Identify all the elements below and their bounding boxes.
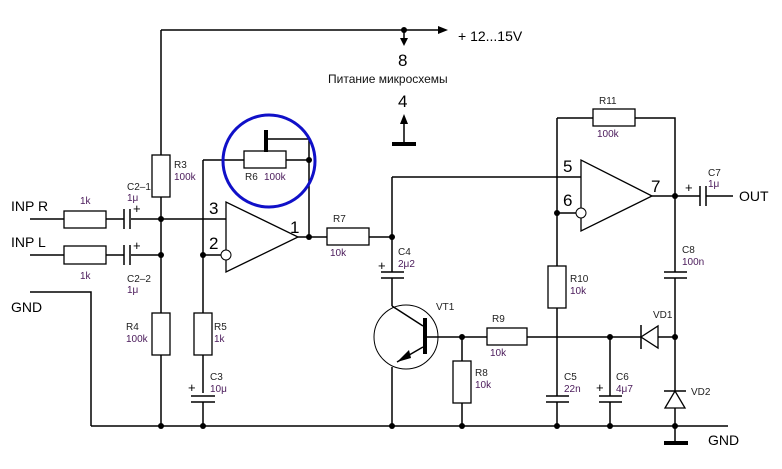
c2-2-capacitor	[123, 245, 131, 265]
r-in-r-value: 1k	[80, 196, 92, 207]
c5-ref: C5	[564, 372, 577, 383]
output-label: OUT	[739, 188, 769, 204]
opamp-2-pin-7: 7	[651, 177, 660, 196]
r4-ref: R4	[126, 322, 139, 333]
gnd-right-label: GND	[708, 432, 739, 448]
opamp-1-pin-3: 3	[209, 199, 218, 218]
input-left-label: INP L	[11, 234, 46, 250]
r6-potentiometer	[243, 150, 287, 169]
vt1-transistor	[373, 304, 612, 426]
c6-polarity: +	[596, 380, 604, 395]
r10-resistor	[547, 265, 567, 309]
c5-value: 22n	[564, 384, 581, 395]
opamp-1-pin-2: 2	[209, 234, 218, 253]
c2-2-value: 1μ	[127, 285, 139, 296]
r10-ref: R10	[570, 274, 589, 285]
supply-rail	[160, 26, 448, 155]
r5-ref: R5	[214, 322, 227, 333]
r5-wire	[202, 160, 221, 426]
r4-resistor	[151, 312, 171, 356]
c4-capacitor	[381, 271, 404, 279]
supply-voltage-label: + 12...15V	[458, 28, 523, 44]
gnd-left-wire	[30, 291, 92, 426]
gnd-pin-number: 4	[398, 92, 407, 111]
r8-value: 10k	[475, 380, 492, 391]
vcc-pin-arrow-icon	[400, 38, 408, 46]
c2-1-value: 1μ	[127, 193, 139, 204]
r11-ref: R11	[599, 96, 617, 107]
c8-ref: C8	[682, 245, 695, 256]
r5-value: 1k	[214, 334, 226, 345]
c6-ref: C6	[616, 372, 629, 383]
r6-wiper	[264, 130, 268, 152]
r-in-l-value: 1k	[80, 271, 92, 282]
c2-2-polarity: +	[133, 238, 141, 253]
chip-gnd-symbol	[392, 114, 416, 146]
c4-polarity: +	[378, 258, 386, 273]
opamp-1-pin-1: 1	[290, 218, 299, 237]
input-right-label: INP R	[11, 198, 48, 214]
c2-1-capacitor	[123, 209, 131, 229]
opamp-2-inverting-bubble	[575, 207, 587, 219]
c8-capacitor	[664, 271, 687, 279]
c4-ref: C4	[398, 247, 411, 258]
c3-value: 10μ	[210, 384, 227, 395]
r9-resistor	[486, 327, 528, 346]
c8-value: 100n	[682, 257, 704, 268]
c4-wire	[391, 176, 582, 306]
c7-polarity: +	[685, 180, 693, 195]
r9-value: 10k	[490, 348, 507, 359]
c2-1-ref: C2–1	[127, 182, 151, 193]
c7-ref: C7	[708, 168, 721, 179]
c2-2-ref: C2–2	[127, 274, 151, 285]
vd1-ref: VD1	[653, 310, 673, 321]
gnd-left-label: GND	[11, 299, 42, 315]
r7-value: 10k	[330, 248, 347, 259]
r10-value: 10k	[570, 286, 587, 297]
opamp-2	[580, 158, 654, 233]
opamp-1-inverting-bubble	[220, 249, 232, 261]
vd2-diode	[663, 389, 687, 409]
vd2-ref: VD2	[691, 387, 711, 398]
opamp-2-pin-5: 5	[563, 157, 572, 176]
c6-capacitor	[599, 395, 622, 403]
r3-value: 100k	[174, 172, 197, 183]
r7-resistor	[326, 227, 370, 246]
c7-value: 1μ	[708, 179, 720, 190]
chip-power-label: Питание микросхемы	[328, 72, 448, 86]
c2-1-polarity: +	[133, 201, 141, 216]
c6-value: 4μ7	[616, 384, 633, 395]
r6-highlight-circle	[221, 113, 317, 209]
gnd-pin-arrow-icon	[400, 114, 408, 124]
ground-symbol-icon	[664, 441, 688, 445]
vt1-ref: VT1	[436, 302, 455, 313]
r6-ref: R6	[245, 172, 258, 183]
c3-polarity: +	[188, 380, 196, 395]
c4-value: 2μ2	[398, 259, 415, 270]
r11-feedback-wire	[556, 117, 676, 426]
r-in-l-resistor	[63, 245, 107, 265]
c3-ref: C3	[210, 372, 223, 383]
r8-resistor	[452, 360, 472, 404]
vt1-emitter-arrow-icon	[397, 350, 411, 362]
r7-ref: R7	[333, 214, 346, 225]
r-in-r-resistor	[63, 210, 107, 229]
r5-resistor	[193, 312, 213, 356]
c7-capacitor	[699, 186, 707, 206]
r3-ref: R3	[174, 160, 187, 171]
r11-resistor	[592, 108, 636, 127]
supply-arrow-icon	[438, 26, 448, 34]
r3-resistor	[151, 154, 171, 198]
opamp-2-pin-6: 6	[563, 191, 572, 210]
c5-capacitor	[546, 395, 569, 403]
r11-value: 100k	[597, 129, 620, 140]
r8-ref: R8	[475, 368, 488, 379]
r4-value: 100k	[126, 334, 149, 345]
r6-value: 100k	[264, 172, 287, 183]
vd1-diode	[639, 324, 659, 350]
r9-ref: R9	[492, 314, 505, 325]
c3-capacitor	[191, 395, 215, 403]
vcc-pin-number: 8	[398, 51, 407, 70]
opamp-1	[225, 200, 300, 274]
